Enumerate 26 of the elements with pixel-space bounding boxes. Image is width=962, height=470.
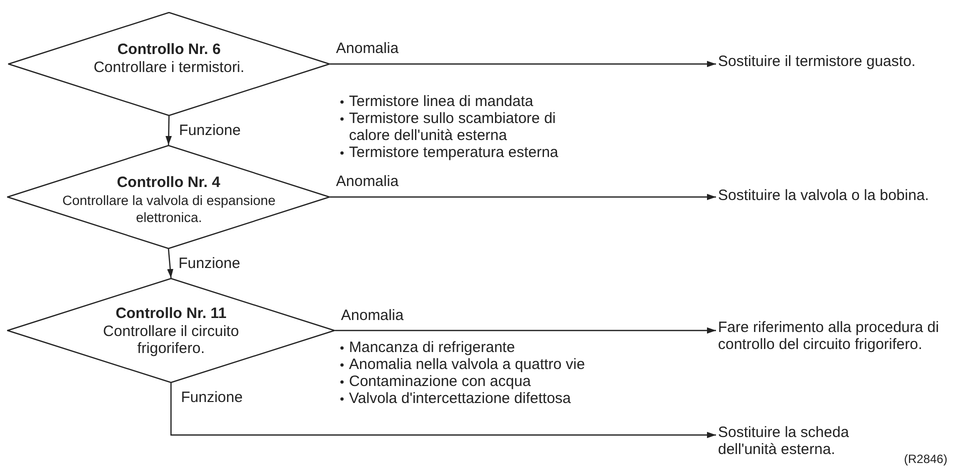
check-description: Controllare il circuito frigorifero. (102, 323, 240, 357)
arrow (335, 327, 716, 334)
edge-label: Funzione (179, 122, 241, 138)
edge-label: Anomalia (336, 173, 399, 190)
check-description: Controllare i termistori. (92, 59, 246, 76)
action-text: Sostituire il termistore guasto. (718, 53, 917, 70)
edge-label: Funzione (178, 254, 240, 272)
arrow (330, 60, 716, 68)
edge-label: Funzione (181, 389, 243, 406)
check-title: Controllo Nr. 6 (116, 41, 222, 58)
decision-diamond (8, 12, 330, 116)
arrow (167, 248, 174, 278)
check-title: Controllo Nr. 4 (116, 174, 222, 191)
check-title: Controllo Nr. 11 (114, 305, 228, 322)
edge-label: Anomalia (341, 306, 404, 324)
decision-diamond (7, 145, 330, 249)
arrow (330, 194, 716, 200)
arrow (166, 116, 172, 146)
edge-label: Anomalia (336, 40, 399, 57)
decision-diamond (7, 278, 335, 383)
check-description: Controllare la valvola di espansione elettronica. (61, 192, 277, 226)
arrow (170, 383, 716, 438)
action-text: Fare riferimento alla procedura di controllo del circuito frigorifero. (718, 319, 940, 353)
action-text: Sostituire la scheda dell'unità esterna. (718, 424, 850, 458)
reference-code: (R2846) (904, 451, 948, 468)
action-text: Sostituire la valvola o la bobina. (718, 187, 930, 204)
